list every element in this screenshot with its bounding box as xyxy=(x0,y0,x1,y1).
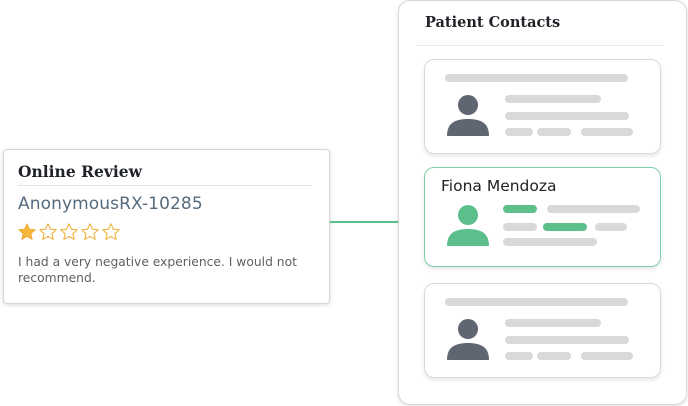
placeholder-bar xyxy=(537,128,571,136)
star-empty-icon xyxy=(102,223,120,240)
placeholder-bar xyxy=(503,223,537,231)
star-rating xyxy=(17,222,121,242)
online-review-card: Online Review AnonymousRX-10285 I had a … xyxy=(3,149,330,304)
placeholder-bar xyxy=(505,319,601,327)
highlight-bar xyxy=(503,205,537,213)
placeholder-bar xyxy=(503,238,597,246)
review-username: AnonymousRX-10285 xyxy=(18,194,203,214)
star-filled-icon xyxy=(18,223,36,240)
placeholder-bar xyxy=(445,298,628,306)
placeholder-bar xyxy=(581,128,633,136)
contact-card-highlighted[interactable]: Fiona Mendoza xyxy=(424,167,661,267)
person-avatar-icon xyxy=(447,95,489,136)
contacts-divider xyxy=(417,45,664,46)
placeholder-bar xyxy=(547,205,640,213)
placeholder-bar xyxy=(505,112,629,120)
placeholder-bar xyxy=(505,95,601,103)
placeholder-bar xyxy=(505,128,533,136)
person-avatar-icon xyxy=(447,319,489,360)
review-title: Online Review xyxy=(18,162,142,181)
review-divider xyxy=(18,185,312,186)
placeholder-bar xyxy=(537,352,571,360)
star-empty-icon xyxy=(39,223,57,240)
highlight-bar xyxy=(543,223,587,231)
placeholder-bar xyxy=(595,223,627,231)
patient-contacts-panel: Patient Contacts Fiona Mendoza xyxy=(398,0,687,405)
contact-card[interactable] xyxy=(424,283,661,378)
contacts-title: Patient Contacts xyxy=(425,14,561,31)
person-avatar-icon xyxy=(447,205,489,246)
star-empty-icon xyxy=(60,223,78,240)
star-empty-icon xyxy=(81,223,99,240)
review-text: I had a very negative experience. I woul… xyxy=(18,255,297,285)
contact-name: Fiona Mendoza xyxy=(441,177,557,195)
contact-card[interactable] xyxy=(424,59,661,154)
placeholder-bar xyxy=(505,336,629,344)
placeholder-bar xyxy=(581,352,633,360)
placeholder-bar xyxy=(445,74,628,82)
placeholder-bar xyxy=(505,352,533,360)
